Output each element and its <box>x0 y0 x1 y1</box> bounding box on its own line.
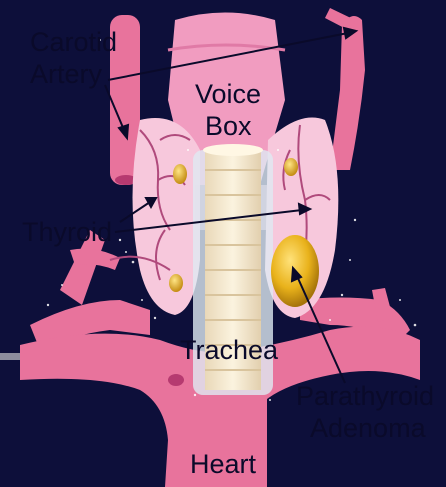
label-voice-box-line1: Voice <box>195 80 261 109</box>
label-trachea: Trachea <box>180 336 278 365</box>
label-thyroid: Thyroid <box>22 218 112 247</box>
parathyroid-lower-left <box>169 274 183 292</box>
label-carotid-artery-line1: Carotid <box>30 28 117 57</box>
label-voice-box-line2: Box <box>205 112 252 141</box>
vessel-opening <box>168 374 184 386</box>
label-heart: Heart <box>190 450 256 479</box>
label-parathyroid-adenoma-line1: Parathyroid <box>296 382 434 411</box>
parathyroid-upper-right <box>284 158 298 176</box>
label-parathyroid-adenoma-line2: Adenoma <box>310 414 426 443</box>
parathyroid-upper-left <box>173 164 187 184</box>
label-carotid-artery-line2: Artery <box>30 60 102 89</box>
